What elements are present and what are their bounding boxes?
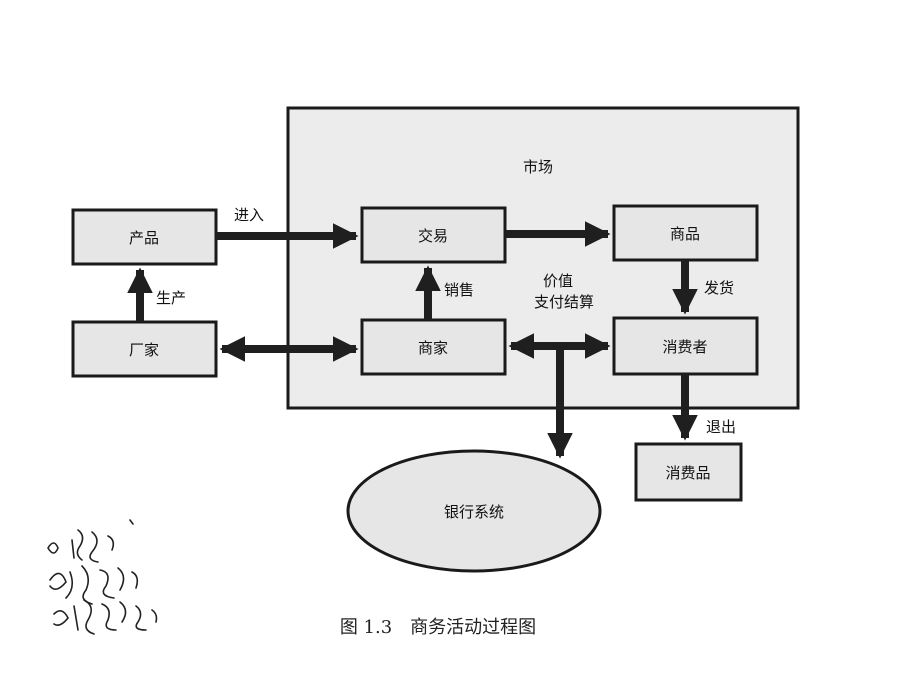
product-label: 产品 [129,229,159,247]
value-label: 价值 [543,272,573,290]
manufacturer-label: 厂家 [129,341,159,359]
produce-label: 生产 [156,289,186,307]
exit-label: 退出 [706,418,736,436]
consumables-label: 消费品 [665,464,710,482]
handwritten-scribbles [47,519,158,635]
figure-caption: 图 1.3 商务活动过程图 [340,617,536,638]
enter-label: 进入 [234,206,264,224]
ship-label: 发货 [704,279,734,297]
product-box [71,208,218,266]
sell-label: 销售 [444,281,474,299]
merchant-label: 商家 [418,339,448,357]
bank-system-ellipse [346,449,602,573]
consumer-label: 消费者 [662,338,707,356]
trade-label: 交易 [418,227,448,245]
goods-label: 商品 [670,225,700,243]
merchant-box [360,318,507,376]
bank-system-label: 银行系统 [444,503,504,521]
consumables-box [634,442,743,502]
payment-label: 支付结算 [534,293,594,311]
market-label: 市场 [523,158,553,176]
manufacturer-box [71,320,218,378]
